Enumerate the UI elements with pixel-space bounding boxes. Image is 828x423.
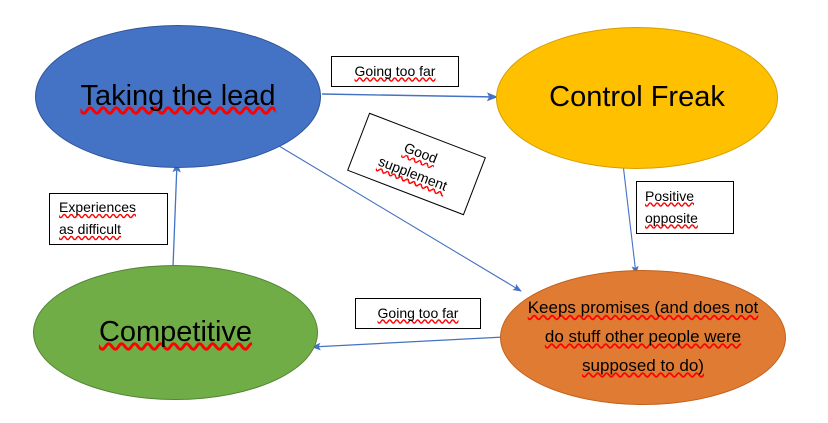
edge-label-experiences-as-difficult[interactable]: Experiences as difficult [49, 193, 168, 245]
node-keeps-promises-label: Keeps promises (and does not do stuff ot… [527, 298, 759, 375]
edge-label-going-too-far-top[interactable]: Going too far [331, 56, 459, 87]
edge-label-going-too-far-bottom-text: Going too far [377, 304, 459, 321]
node-control-freak-label: Control Freak [549, 81, 725, 114]
node-keeps-promises[interactable]: Keeps promises (and does not do stuff ot… [500, 270, 786, 405]
edge-label-going-too-far-top-text: Going too far [354, 62, 436, 79]
edge-label-good-supplement[interactable]: Good supplement [347, 112, 486, 216]
node-taking-the-lead-label: Taking the lead [80, 79, 276, 112]
arrow-taking-the-lead-to-control-freak [321, 92, 499, 102]
arrow-control-freak-to-keeps-promises [622, 163, 639, 275]
edge-label-positive-opposite[interactable]: Positive opposite [636, 181, 734, 234]
edge-label-going-too-far-bottom[interactable]: Going too far [355, 298, 481, 329]
arrow-keeps-promises-to-competitive [311, 336, 505, 351]
node-taking-the-lead[interactable]: Taking the lead [35, 25, 321, 168]
node-competitive[interactable]: Competitive [33, 265, 318, 400]
edge-label-good-supplement-text: Good supplement [376, 139, 450, 194]
node-control-freak[interactable]: Control Freak [496, 27, 778, 169]
edge-label-positive-opposite-text: Positive opposite [645, 187, 698, 226]
edge-label-experiences-as-difficult-text: Experiences as difficult [59, 199, 137, 237]
node-competitive-label: Competitive [98, 315, 253, 348]
arrow-competitive-to-taking-the-lead [172, 161, 181, 268]
